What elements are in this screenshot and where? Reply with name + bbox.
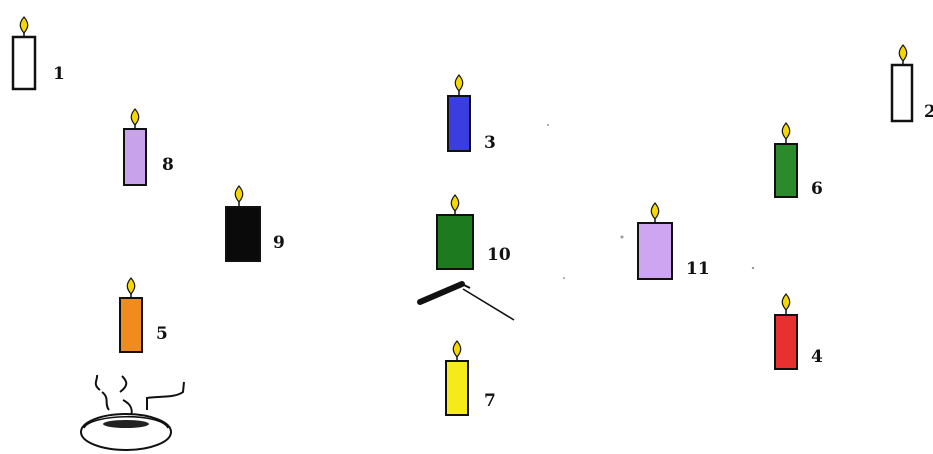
- candle-9: 9: [225, 185, 285, 262]
- candle-body: [890, 63, 914, 123]
- flame-icon: [130, 108, 140, 126]
- candle-label: 7: [484, 391, 496, 411]
- candle-label: 4: [811, 347, 823, 367]
- flame-icon: [781, 122, 791, 140]
- flame-icon: [452, 340, 462, 358]
- incense-stick-icon: [417, 281, 515, 321]
- flame-icon: [19, 16, 29, 34]
- candle-7: 7: [445, 340, 496, 416]
- candle-3: 3: [447, 74, 496, 153]
- candle-8: 8: [123, 108, 174, 186]
- candle-6: 6: [774, 122, 823, 199]
- candle-label: 6: [811, 179, 823, 199]
- incense-burner-icon: [80, 374, 185, 451]
- candle-body: [123, 128, 147, 186]
- flame-icon: [898, 44, 908, 62]
- candle-body: [436, 214, 474, 270]
- candle-body: [445, 360, 469, 416]
- candle-4: 4: [774, 293, 823, 370]
- candle-body: [11, 35, 37, 91]
- candle-body: [774, 143, 798, 198]
- candle-label: 9: [273, 233, 285, 253]
- candle-label: 5: [156, 324, 168, 344]
- candle-body: [447, 95, 471, 152]
- candle-10: 10: [436, 194, 511, 270]
- candle-label: 8: [162, 155, 174, 175]
- candle-label: 2: [924, 102, 933, 122]
- flame-icon: [234, 185, 244, 203]
- candle-body: [637, 222, 673, 280]
- candle-label: 10: [487, 245, 511, 265]
- scan-specks: [547, 124, 755, 279]
- flame-icon: [650, 202, 660, 220]
- candle-2: 2: [890, 44, 933, 123]
- candle-5: 5: [119, 277, 168, 353]
- flame-icon: [126, 277, 136, 295]
- flame-icon: [781, 293, 791, 311]
- candle-body: [119, 297, 143, 353]
- candle-11: 11: [637, 202, 710, 280]
- candle-label: 11: [686, 259, 710, 279]
- candle-label: 3: [484, 133, 496, 153]
- flame-icon: [454, 74, 464, 92]
- flame-icon: [450, 194, 460, 212]
- candle-1: 1: [11, 16, 65, 91]
- candle-body: [225, 206, 261, 262]
- candle-body: [774, 314, 798, 370]
- candle-label: 1: [53, 64, 65, 84]
